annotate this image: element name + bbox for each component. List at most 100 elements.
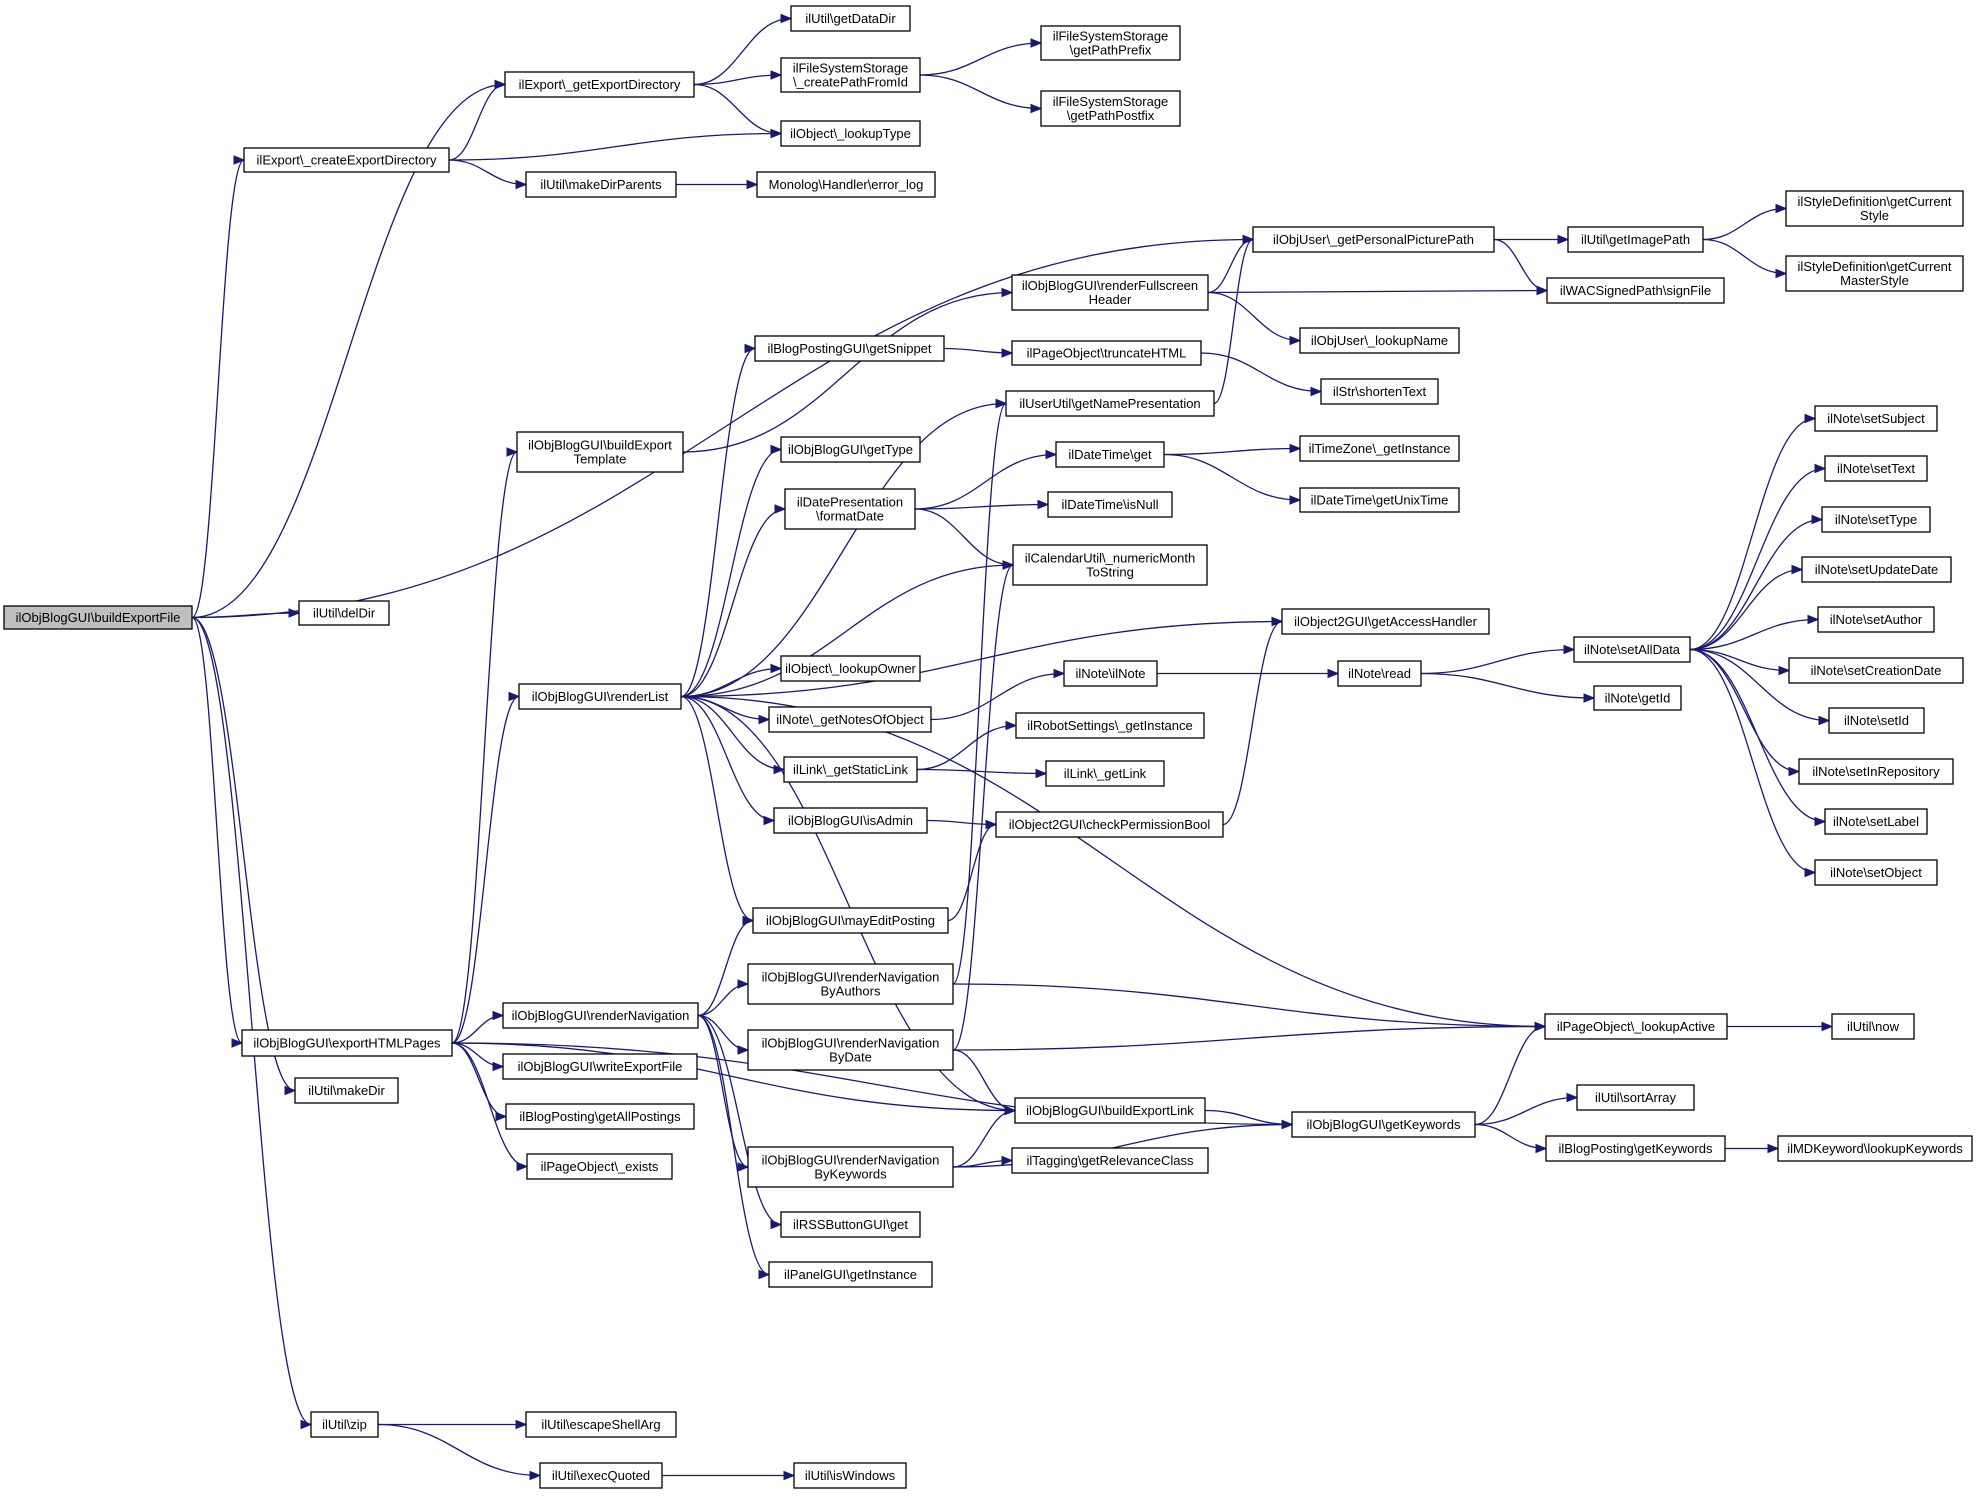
function-node[interactable]: ilNote\setAllData <box>1573 636 1691 663</box>
function-node[interactable]: ilRobotSettings\_getInstance <box>1015 712 1205 739</box>
edge-n32-to-n26 <box>680 504 787 698</box>
node-label: ilUtil\zip <box>322 1417 367 1432</box>
edge-n32-to-n41 <box>680 695 776 826</box>
function-node[interactable]: ilTimeZone\_getInstance <box>1299 435 1460 462</box>
node-box <box>780 1211 921 1238</box>
function-node[interactable]: ilNote\setAuthor <box>1817 606 1935 633</box>
node-label: MasterStyle <box>1840 273 1909 288</box>
function-node[interactable]: ilNote\_getNotesOfObject <box>768 706 932 733</box>
arrowhead <box>737 1045 750 1055</box>
function-node[interactable]: ilPageObject\_lookupActive <box>1544 1013 1728 1040</box>
function-node[interactable]: ilUtil\makeDir <box>294 1077 399 1104</box>
node-label: ilNote\setLabel <box>1833 814 1919 829</box>
edge-line <box>952 1049 1016 1112</box>
function-node[interactable]: ilUtil\escapeShellArg <box>525 1411 677 1438</box>
arrowhead <box>1327 668 1340 679</box>
function-node[interactable]: ilNote\setSubject <box>1814 405 1938 432</box>
function-node[interactable]: ilObject2GUI\getAccessHandler <box>1281 608 1490 635</box>
function-node[interactable]: ilObjBlogGUI\buildExportLink <box>1014 1097 1206 1124</box>
arrowhead <box>1811 514 1824 525</box>
function-node[interactable]: ilFileSystemStorage\getPathPrefix <box>1040 25 1181 61</box>
function-node[interactable]: ilLink\_getStaticLink <box>783 756 918 783</box>
function-node[interactable]: ilNote\setInRepository <box>1798 758 1954 785</box>
function-node[interactable]: ilDateTime\getUnixTime <box>1299 487 1460 513</box>
function-node[interactable]: ilObjBlogGUI\writeExportFile <box>502 1053 698 1080</box>
function-node[interactable]: ilUtil\sortArray <box>1576 1084 1695 1111</box>
function-node[interactable]: ilNote\ilNote <box>1063 660 1158 687</box>
arrowhead <box>529 1470 542 1481</box>
function-node[interactable]: ilExport\_createExportDirectory <box>243 147 450 173</box>
function-node[interactable]: ilDatePresentation\formatDate <box>784 488 916 530</box>
function-node[interactable]: ilObjBlogGUI\getType <box>780 436 921 463</box>
function-node[interactable]: ilObject\_lookupOwner <box>780 655 921 682</box>
function-node[interactable]: ilObjUser\_getPersonalPicturePath <box>1252 226 1495 253</box>
function-node[interactable]: ilNote\getId <box>1593 685 1682 711</box>
function-node[interactable]: ilObjUser\_lookupName <box>1299 327 1460 354</box>
function-node[interactable]: ilNote\setId <box>1828 707 1925 734</box>
function-node[interactable]: ilFileSystemStorage\_createPathFromId <box>780 57 921 93</box>
edge-line <box>697 1014 749 1168</box>
function-node[interactable]: ilObjBlogGUI\exportHTMLPages <box>241 1029 453 1057</box>
arrowhead <box>492 1010 505 1021</box>
function-node[interactable]: ilPageObject\_exists <box>526 1153 673 1180</box>
function-node[interactable]: ilBlogPosting\getAllPostings <box>505 1103 695 1130</box>
edge-line <box>1474 1096 1578 1126</box>
function-node[interactable]: ilUtil\now <box>1831 1013 1915 1040</box>
function-node[interactable]: ilUtil\getImagePath <box>1567 226 1704 253</box>
edge-line <box>1689 467 1826 651</box>
function-node[interactable]: ilObjBlogGUI\renderList <box>518 683 682 710</box>
function-node[interactable]: ilNote\setLabel <box>1824 808 1928 835</box>
edge-line <box>1689 648 1830 722</box>
function-node[interactable]: ilObjBlogGUI\mayEditPosting <box>752 907 949 934</box>
function-node[interactable]: ilNote\setObject <box>1814 859 1938 886</box>
function-node[interactable]: ilMDKeyword\lookupKeywords <box>1777 1135 1973 1162</box>
function-node[interactable]: ilNote\read <box>1337 660 1422 687</box>
function-node[interactable]: ilTagging\getRelevanceClass <box>1011 1147 1209 1174</box>
function-node[interactable]: ilObjBlogGUI\renderNavigation <box>502 1002 699 1029</box>
function-node[interactable]: ilLink\_getLink <box>1045 760 1165 787</box>
function-node[interactable]: ilObjBlogGUI\isAdmin <box>773 807 928 834</box>
function-node[interactable]: ilObject\_lookupType <box>780 120 921 147</box>
arrowhead <box>1281 1119 1294 1130</box>
function-node[interactable]: ilPageObject\truncateHTML <box>1011 340 1202 366</box>
root-node[interactable]: ilObjBlogGUI\buildExportFile <box>3 605 193 630</box>
function-node[interactable]: ilUtil\isWindows <box>793 1462 907 1489</box>
function-node[interactable]: ilStr\shortenText <box>1320 378 1439 405</box>
function-node[interactable]: ilObject2GUI\checkPermissionBool <box>995 811 1224 838</box>
function-node[interactable]: ilDateTime\isNull <box>1047 491 1173 518</box>
function-node[interactable]: ilUtil\delDir <box>298 600 390 626</box>
function-node[interactable]: ilWACSignedPath\signFile <box>1546 277 1725 304</box>
function-node[interactable]: ilBlogPosting\getKeywords <box>1545 1135 1726 1162</box>
function-node[interactable]: ilUserUtil\getNamePresentation <box>1005 390 1215 417</box>
node-box <box>1814 405 1938 432</box>
edge-line <box>1420 648 1575 675</box>
function-node[interactable]: ilBlogPostingGUI\getSnippet <box>754 335 945 362</box>
function-node[interactable]: ilRSSButtonGUI\get <box>780 1211 921 1238</box>
function-node[interactable]: ilObjBlogGUI\getKeywords <box>1291 1111 1476 1138</box>
function-node[interactable]: ilUtil\makeDirParents <box>525 171 677 198</box>
arrowhead <box>770 128 783 139</box>
function-node[interactable]: ilFileSystemStorage\getPathPostfix <box>1040 90 1181 127</box>
function-node[interactable]: ilPanelGUI\getInstance <box>768 1261 933 1288</box>
function-node[interactable]: ilUtil\getDataDir <box>790 5 911 32</box>
function-node[interactable]: ilNote\setCreationDate <box>1788 657 1964 684</box>
function-node[interactable]: ilDateTime\get <box>1055 441 1165 468</box>
function-node[interactable]: ilUtil\execQuoted <box>539 1462 663 1489</box>
function-node[interactable]: ilUtil\zip <box>310 1411 379 1438</box>
function-node[interactable]: ilNote\setText <box>1824 455 1928 482</box>
function-node[interactable]: ilExport\_getExportDirectory <box>504 71 695 98</box>
function-node[interactable]: Monolog\Handler\error_log <box>756 171 936 198</box>
function-node[interactable]: ilNote\setUpdateDate <box>1801 556 1952 583</box>
node-label: ilUtil\delDir <box>313 606 376 621</box>
function-node[interactable]: ilNote\setType <box>1821 506 1931 533</box>
edge-n44-to-n20 <box>952 398 1008 985</box>
node-label: ilNote\setObject <box>1830 865 1922 880</box>
